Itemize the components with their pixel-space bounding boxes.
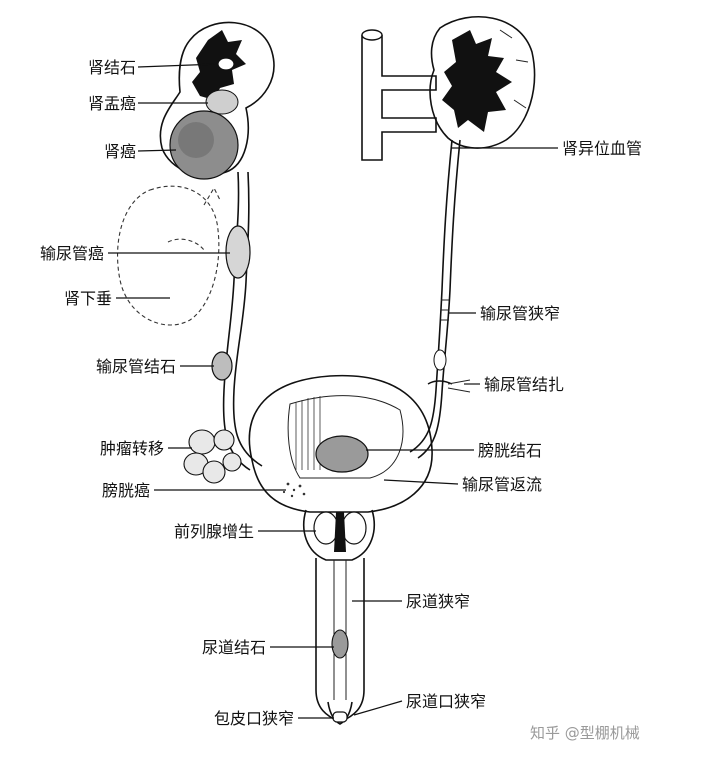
label-bladder-carcinoma: 膀胱癌: [102, 481, 150, 500]
label-ureteral-stricture: 输尿管狭窄: [480, 304, 560, 323]
label-urethral-calculus: 尿道结石: [202, 638, 266, 657]
right-kidney: [430, 17, 534, 148]
label-aberrant-renal-vessel: 肾异位血管: [562, 139, 642, 158]
label-renal-pelvis-carcinoma: 肾盂癌: [88, 94, 136, 113]
left-kidney: [160, 22, 274, 179]
label-meatal-stenosis: 尿道口狭窄: [406, 692, 486, 711]
label-tumor-metastasis: 肿瘤转移: [100, 439, 164, 458]
label-ureteral-ligation: 输尿管结扎: [484, 375, 564, 394]
label-urethral-stricture: 尿道狭窄: [406, 592, 470, 611]
label-nephroptosis: 肾下垂: [64, 289, 112, 308]
label-ureteral-carcinoma: 输尿管癌: [40, 244, 104, 263]
label-prostatic-hyperplasia: 前列腺增生: [174, 522, 254, 541]
metastatic-lymph-nodes: [184, 430, 241, 483]
left-ureter: [184, 172, 262, 483]
penis: [316, 558, 364, 724]
label-vesicoureteral-reflux: 输尿管返流: [462, 475, 542, 494]
prostate: [304, 510, 374, 560]
right-ureter: [410, 140, 470, 458]
nephroptosis-outline: [118, 186, 220, 325]
label-renal-calculus: 肾结石: [88, 58, 136, 77]
label-renal-carcinoma: 肾癌: [104, 142, 136, 161]
diagram-labels: 肾结石 肾盂癌 肾癌 输尿管癌 肾下垂 输尿管结石 肿瘤转移 膀胱癌 前列腺增生…: [40, 58, 642, 728]
watermark: 知乎 @型棚机械: [530, 724, 640, 742]
label-bladder-calculus: 膀胱结石: [478, 441, 542, 460]
bladder: [249, 376, 432, 512]
label-phimosis: 包皮口狭窄: [214, 709, 294, 728]
label-ureteral-calculus: 输尿管结石: [96, 357, 176, 376]
aberrant-vessel: [362, 30, 436, 160]
